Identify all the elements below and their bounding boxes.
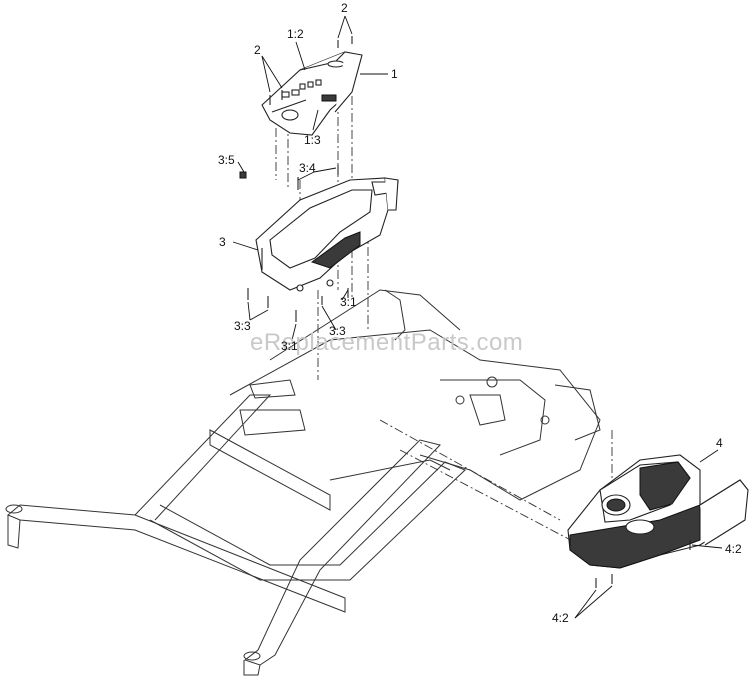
screws-part-2: [269, 36, 353, 105]
callout-3-1-bottom: 3:1: [281, 339, 298, 353]
callout-3: 3: [219, 235, 226, 249]
callout-3-4: 3:4: [299, 161, 316, 175]
callout-4-2-bottom: 4:2: [552, 611, 569, 625]
console-tray-part-3: [255, 177, 399, 292]
leader-lines: [232, 15, 723, 619]
callout-3-3-right: 3:3: [329, 324, 346, 338]
callout-4: 4: [716, 436, 723, 450]
callout-1: 1: [391, 67, 398, 81]
callout-3-5: 3:5: [218, 153, 235, 167]
callout-3-3-left: 3:3: [234, 319, 251, 333]
assembly-lines: [275, 96, 613, 546]
fasteners-part-3: [239, 165, 349, 322]
callout-2-top: 2: [341, 1, 348, 15]
callout-1-2: 1:2: [287, 27, 304, 41]
callout-1-3: 1:3: [304, 133, 321, 147]
chassis-frame: [5, 289, 601, 676]
callout-3-1-right: 3:1: [340, 295, 357, 309]
callout-2-left: 2: [254, 43, 261, 57]
console-cover-part-1: [261, 51, 363, 136]
callout-4-2-right: 4:2: [725, 542, 742, 556]
watermark: eReplacementParts.com: [250, 329, 523, 356]
side-pod-part-4: [567, 454, 749, 588]
callout-labels: 1 1:2 1:3 2 2 3 3:5 3:4 3:1 3:3 3:3 3:1 …: [218, 1, 742, 625]
